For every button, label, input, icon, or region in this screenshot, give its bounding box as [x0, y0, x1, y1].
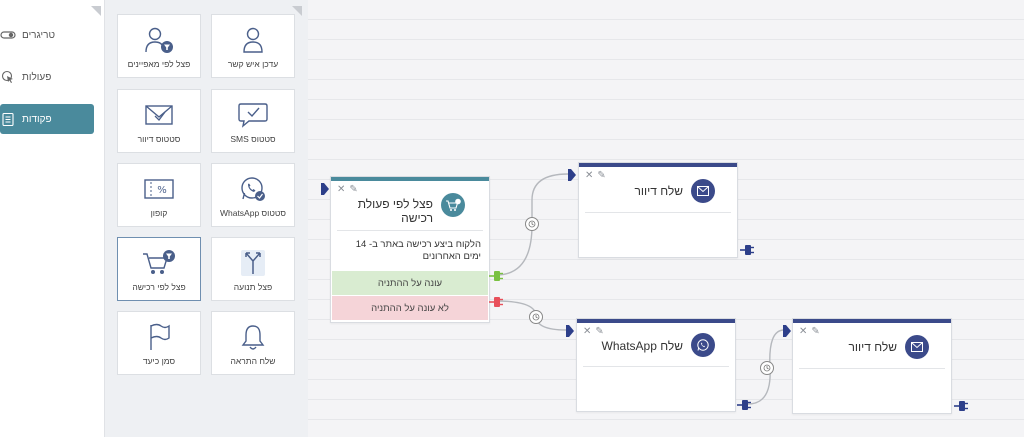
whatsapp-icon: [691, 333, 715, 357]
tab-actions[interactable]: פעולות: [0, 62, 94, 92]
condition-input-port[interactable]: [321, 182, 329, 195]
close-icon[interactable]: ✕: [337, 184, 346, 195]
cursor-click-icon: [0, 70, 16, 84]
tool-sms-status[interactable]: סטטוס SMS: [211, 89, 295, 153]
tab-triggers-label: טריגרים: [22, 29, 56, 41]
node-controls: ✕ ✎: [583, 327, 604, 337]
tool-label: פצל לפי מאפיינים: [127, 59, 191, 69]
panel-fold-corner: [292, 6, 302, 16]
coupon-icon: %: [143, 174, 175, 204]
send-email-node-title: שלח דיוור: [634, 184, 683, 198]
delay-timer-icon[interactable]: [529, 310, 543, 324]
node-accent-bar: [579, 163, 737, 167]
no-output-plug-icon[interactable]: [489, 295, 503, 313]
edit-pencil-icon[interactable]: ✎: [349, 184, 358, 195]
tool-split-traffic[interactable]: פצל תנועה: [211, 237, 295, 301]
toolbox-panel: עדכן איש קשר פצל לפי מאפיינים סטטוס SMS …: [91, 0, 308, 437]
tool-coupon[interactable]: % קופון: [117, 163, 201, 227]
node-divider: [337, 230, 483, 231]
condition-description: הלקוח ביצע רכישה באתר ב- 14 ימים האחרוני…: [355, 239, 481, 262]
email-output-plug-icon[interactable]: [740, 243, 754, 261]
node-controls: ✕ ✎: [799, 327, 820, 337]
envelope-icon: [905, 335, 929, 359]
node-accent-bar: [331, 177, 489, 181]
cart-filter-icon: [441, 193, 465, 217]
tool-label: קופון: [150, 208, 168, 218]
split-traffic-icon: [240, 248, 266, 278]
tool-split-by-purchase[interactable]: פצל לפי רכישה: [117, 237, 201, 301]
close-icon[interactable]: ✕: [799, 326, 808, 337]
send-email-node[interactable]: ✕ ✎ שלח דיוור: [578, 162, 738, 258]
condition-yes-label: עונה על ההתניה: [377, 277, 443, 289]
tool-split-by-attributes[interactable]: פצל לפי מאפיינים: [117, 14, 201, 78]
send-email-node-2-title: שלח דיוור: [848, 340, 897, 354]
cart-filter-icon: [142, 248, 176, 278]
toggle-icon: [0, 28, 16, 42]
sms-chat-icon: [237, 100, 269, 130]
tool-label: עדכן איש קשר: [227, 59, 279, 69]
envelope-icon: [691, 179, 715, 203]
tool-mark-as-goal[interactable]: סמן כיעד: [117, 311, 201, 375]
tool-label: סטטוס דיוור: [137, 134, 181, 144]
whatsapp-input-port[interactable]: [566, 324, 574, 337]
tab-commands-label: פקודות: [22, 113, 52, 125]
user-filter-icon: [144, 25, 174, 55]
tab-actions-label: פעולות: [22, 71, 52, 83]
condition-node-title: פצל לפי פעולת רכישה: [357, 197, 433, 225]
bell-icon: [241, 322, 265, 352]
node-divider: [583, 366, 729, 367]
clipboard-icon: [0, 112, 16, 126]
whatsapp-output-plug-icon[interactable]: [737, 398, 751, 416]
tool-label: פצל לפי רכישה: [132, 282, 186, 292]
panel-fold-corner: [91, 6, 101, 16]
email-bottom-output-plug-icon[interactable]: [954, 399, 968, 417]
envelope-icon: [144, 100, 174, 130]
user-icon: [242, 25, 264, 55]
whatsapp-icon: [239, 174, 267, 204]
node-accent-bar: [577, 319, 735, 323]
tool-email-status[interactable]: סטטוס דיוור: [117, 89, 201, 153]
node-controls: ✕ ✎: [585, 171, 606, 181]
email-bottom-input-port[interactable]: [783, 324, 791, 337]
node-controls: ✕ ✎: [337, 185, 358, 195]
tool-label: סטטוס SMS: [230, 134, 276, 144]
tab-triggers[interactable]: טריגרים: [0, 20, 94, 50]
node-divider: [585, 212, 731, 213]
edit-pencil-icon[interactable]: ✎: [597, 170, 606, 181]
delay-timer-icon[interactable]: [760, 361, 774, 375]
send-whatsapp-node-title: שלח WhatsApp: [601, 339, 683, 353]
tool-update-contact[interactable]: עדכן איש קשר: [211, 14, 295, 78]
delay-timer-icon[interactable]: [525, 217, 539, 231]
sidebar: טריגרים פעולות פקודות: [0, 0, 94, 437]
edit-pencil-icon[interactable]: ✎: [811, 326, 820, 337]
svg-text:%: %: [157, 185, 167, 196]
yes-output-plug-icon[interactable]: [489, 269, 503, 287]
tool-send-alert[interactable]: שלח התראה: [211, 311, 295, 375]
condition-node[interactable]: ✕ ✎ פצל לפי פעולת רכישה הלקוח ביצע רכישה…: [330, 176, 490, 323]
condition-no-label: לא עונה על ההתניה: [371, 302, 449, 314]
send-email-node-2[interactable]: ✕ ✎ שלח דיוור: [792, 318, 952, 414]
close-icon[interactable]: ✕: [583, 326, 592, 337]
flag-icon: [147, 322, 171, 352]
tab-commands[interactable]: פקודות: [0, 104, 94, 134]
condition-no-branch[interactable]: לא עונה על ההתניה: [332, 296, 488, 320]
tool-label: סטטוס WhatsApp: [219, 208, 287, 218]
tool-label: סמן כיעד: [142, 356, 176, 366]
close-icon[interactable]: ✕: [585, 170, 594, 181]
send-whatsapp-node[interactable]: ✕ ✎ שלח WhatsApp: [576, 318, 736, 412]
tool-label: פצל תנועה: [233, 282, 273, 292]
email-input-port[interactable]: [568, 168, 576, 181]
tool-whatsapp-status[interactable]: סטטוס WhatsApp: [211, 163, 295, 227]
tool-label: שלח התראה: [230, 356, 276, 366]
edit-pencil-icon[interactable]: ✎: [595, 326, 604, 337]
condition-yes-branch[interactable]: עונה על ההתניה: [332, 271, 488, 295]
node-divider: [799, 368, 945, 369]
node-accent-bar: [793, 319, 951, 323]
